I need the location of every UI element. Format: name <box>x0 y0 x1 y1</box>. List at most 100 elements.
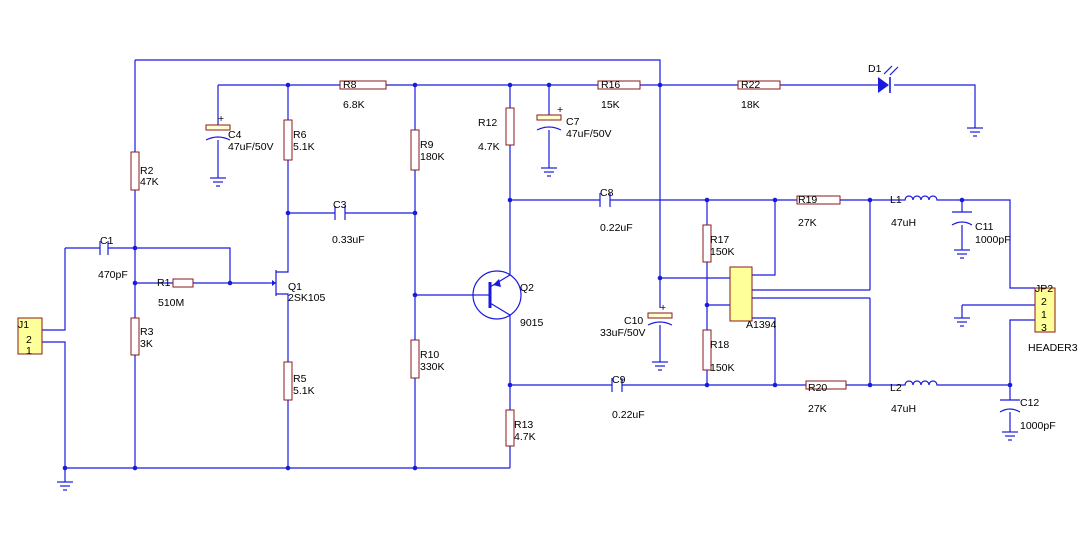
label-c1-value: 470pF <box>98 269 128 281</box>
label-r3-value: 3K <box>140 338 153 350</box>
label-r12-value: 4.7K <box>478 141 500 153</box>
label-r2-value: 47K <box>140 176 159 188</box>
label-r6-ref: R6 <box>293 129 307 141</box>
ground-symbol <box>541 167 557 177</box>
resistor-r19 <box>796 195 841 205</box>
svg-text:+: + <box>218 113 224 125</box>
connector-jp2: 2 1 3 <box>1034 287 1056 334</box>
label-r6-value: 5.1K <box>293 141 315 153</box>
wires <box>42 59 1035 482</box>
label-c1-ref: C1 <box>100 235 114 247</box>
label-q1-ref: Q1 <box>288 281 302 293</box>
resistor-r5 <box>283 361 293 401</box>
junctions <box>62 82 1013 471</box>
label-ic-a1394: A1394 <box>746 319 777 331</box>
label-r17-ref: R17 <box>710 234 729 246</box>
label-r19-ref: R19 <box>798 194 817 206</box>
ground-symbol <box>57 481 73 491</box>
label-r16-ref: R16 <box>601 79 620 91</box>
label-r3-ref: R3 <box>140 326 154 338</box>
label-c11-value: 1000pF <box>975 234 1011 246</box>
j1-pin-2: 2 <box>26 334 32 346</box>
label-q1-value: 2SK105 <box>288 292 326 304</box>
ground-symbol <box>954 249 970 259</box>
capacitor-c1 <box>99 241 109 255</box>
ground-symbol <box>967 127 983 137</box>
label-r18-value: 150K <box>710 362 735 374</box>
label-r13-ref: R13 <box>514 419 533 431</box>
svg-text:+: + <box>660 302 666 314</box>
resistor-r12 <box>505 107 515 146</box>
label-c12-value: 1000pF <box>1020 420 1056 432</box>
label-r22-ref: R22 <box>741 79 760 91</box>
svg-text:+: + <box>557 104 563 116</box>
label-r17-value: 150K <box>710 246 735 258</box>
resistor-r3 <box>130 317 140 356</box>
label-c12-ref: C12 <box>1020 397 1039 409</box>
label-c11-ref: C11 <box>975 221 994 233</box>
label-r18-ref: R18 <box>710 339 729 351</box>
label-c4-value: 47uF/50V <box>228 141 274 153</box>
label-c7-value: 47uF/50V <box>566 128 612 140</box>
ground-symbol <box>1002 431 1018 441</box>
capacitor-c11 <box>951 211 973 226</box>
label-r1-value: 510M <box>158 297 184 309</box>
label-d1-ref: D1 <box>868 63 882 75</box>
label-r5-ref: R5 <box>293 373 307 385</box>
label-l1-ref: L1 <box>890 194 902 206</box>
resistor-r16 <box>597 80 641 90</box>
label-c8-value: 0.22uF <box>600 222 633 234</box>
label-l2-ref: L2 <box>890 382 902 394</box>
label-r2-ref: R2 <box>140 165 154 177</box>
label-l2-value: 47uH <box>891 403 916 415</box>
jp2-pin-2: 2 <box>1041 296 1047 308</box>
resistor-r8 <box>339 80 387 90</box>
capacitor-c4: + <box>205 113 231 141</box>
inductor-l1 <box>890 195 940 201</box>
resistor-r1 <box>172 278 194 288</box>
resistor-r20 <box>805 380 847 390</box>
label-r5-value: 5.1K <box>293 385 315 397</box>
label-r9-ref: R9 <box>420 139 434 151</box>
label-c3-ref: C3 <box>333 199 347 211</box>
ground-symbol <box>210 177 226 187</box>
label-j1: J1 <box>18 319 29 331</box>
label-l1-value: 47uH <box>891 217 916 229</box>
j1-pin-1: 1 <box>26 345 32 357</box>
resistor-r22 <box>737 80 781 90</box>
label-c3-value: 0.33uF <box>332 234 365 246</box>
label-r22-value: 18K <box>741 99 760 111</box>
label-r10-ref: R10 <box>420 349 439 361</box>
transistor-q2 <box>472 270 522 320</box>
capacitor-c8 <box>599 193 611 207</box>
labels: J1 C1 470pF R1 510M R2 47K R3 3K C4 47uF… <box>18 63 1078 443</box>
inductor-l2 <box>890 380 940 386</box>
label-jp2-type: HEADER3 <box>1028 342 1078 354</box>
resistor-r13 <box>505 409 515 447</box>
resistor-r9 <box>410 129 420 171</box>
capacitor-c3 <box>334 206 346 220</box>
ground-symbol <box>954 317 970 327</box>
ground-symbols <box>57 127 1018 491</box>
label-c9-ref: C9 <box>612 374 626 386</box>
label-c7-ref: C7 <box>566 116 580 128</box>
label-c4-ref: C4 <box>228 129 242 141</box>
resistor-r6 <box>283 119 293 161</box>
jp2-pin-1: 1 <box>1041 309 1047 321</box>
capacitor-c12 <box>999 399 1021 413</box>
label-r13-value: 4.7K <box>514 431 536 443</box>
diode-d1 <box>872 65 899 93</box>
label-q2-ref: Q2 <box>520 282 534 294</box>
capacitor-c7: + <box>536 104 563 131</box>
capacitor-c10: + <box>647 302 673 326</box>
resistors <box>130 80 847 447</box>
transistor-q1 <box>270 265 289 300</box>
label-r8-value: 6.8K <box>343 99 365 111</box>
jp2-pin-3: 3 <box>1041 322 1047 334</box>
label-r20-ref: R20 <box>808 382 827 394</box>
label-r12-ref: R12 <box>478 117 497 129</box>
capacitor-c9 <box>611 378 623 392</box>
label-r1-ref: R1 <box>157 277 171 289</box>
resistor-r17 <box>702 224 712 263</box>
